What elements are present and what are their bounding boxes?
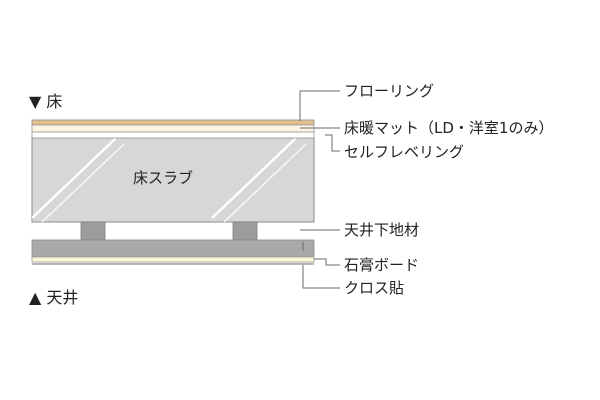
self-leveling-label: セルフレベリング [344, 143, 465, 161]
flooring-layer [31, 119, 315, 126]
flooring-label: フローリング [344, 82, 435, 100]
ceiling-marker: ▲ 天井 [29, 288, 79, 307]
leader-cloth [302, 265, 340, 289]
floor-heating-layer [31, 124, 315, 133]
floor-heating-label: 床暖マット（LD・洋室1のみ） [344, 119, 554, 137]
gypsum-board-layer [31, 256, 315, 263]
ceiling-base-layer [31, 239, 315, 258]
slab-label: 床スラブ [133, 169, 194, 187]
floor-slab [31, 137, 315, 223]
leader-gypsum-board [314, 258, 340, 266]
ceiling-support-right [232, 221, 258, 241]
ceiling-support-left [80, 221, 106, 241]
slab-hatch-lines [32, 138, 307, 222]
self-leveling-layer [31, 131, 315, 139]
leader-flooring [299, 90, 340, 121]
leader-lines [299, 90, 340, 289]
cloth-label: クロス貼 [344, 279, 405, 297]
ceiling-base-label: 天井下地材 [344, 221, 420, 239]
gypsum-board-label: 石膏ボード [344, 256, 420, 274]
floor-marker: ▼ 床 [29, 92, 63, 111]
leader-self-leveling [325, 134, 340, 152]
